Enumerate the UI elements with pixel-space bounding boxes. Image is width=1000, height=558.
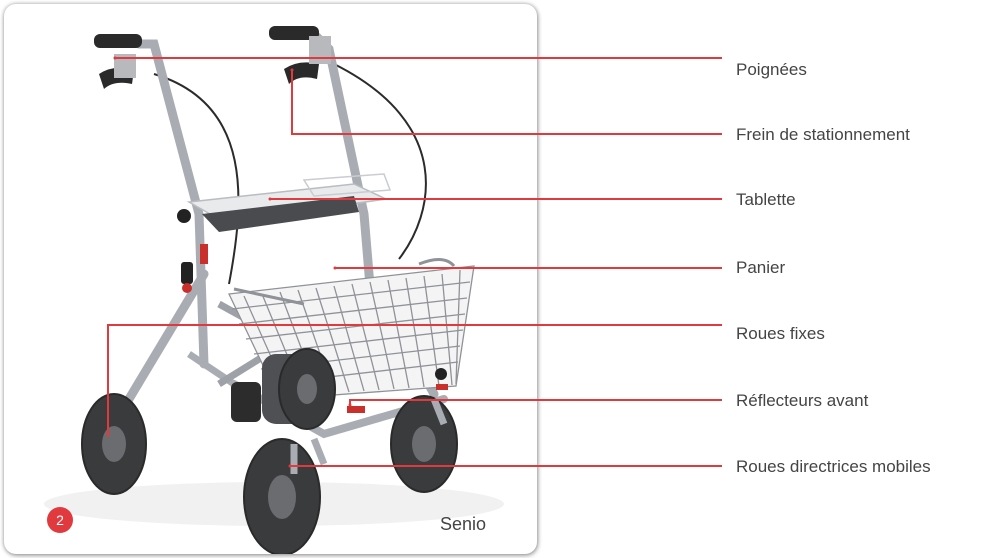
figure-number-badge: 2 <box>47 507 73 533</box>
callout-label-tray: Tablette <box>736 190 796 210</box>
callout-label-swivel-wheels: Roues directrices mobiles <box>736 457 931 477</box>
callout-label-parking-brake: Frein de stationnement <box>736 125 910 145</box>
rollator-illustration <box>4 4 537 554</box>
callout-label-handles: Poignées <box>736 60 807 80</box>
model-name: Senio <box>440 514 486 535</box>
product-photo-card <box>4 4 537 554</box>
callout-label-basket: Panier <box>736 258 785 278</box>
callout-label-front-reflectors: Réflecteurs avant <box>736 391 868 411</box>
callout-label-fixed-wheels: Roues fixes <box>736 324 825 344</box>
